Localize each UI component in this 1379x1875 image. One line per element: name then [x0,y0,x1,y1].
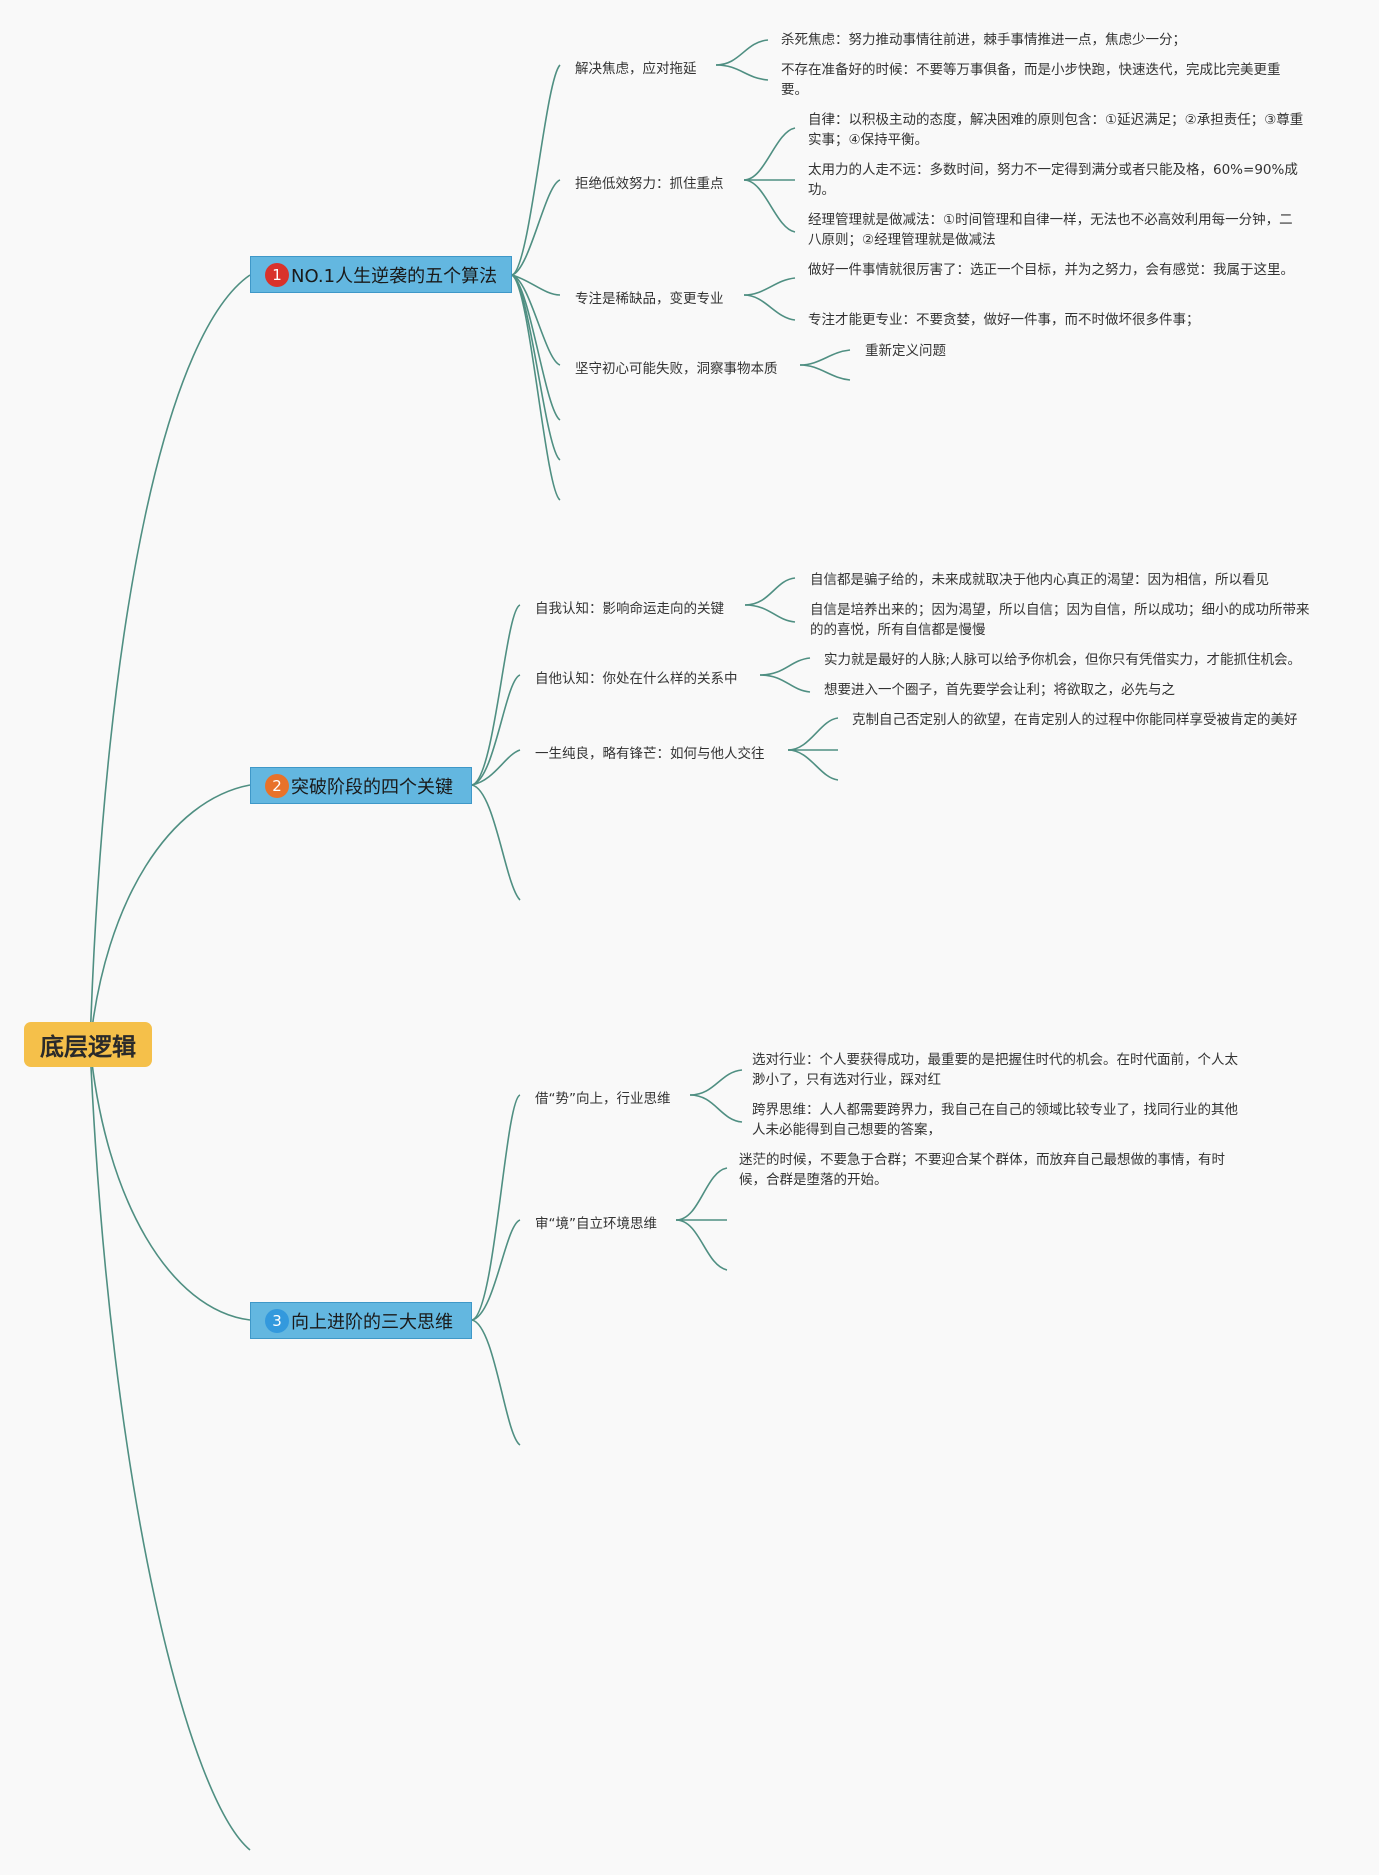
branch-node-1[interactable]: 1 NO.1人生逆袭的五个算法 [250,256,512,293]
leaf-node[interactable]: 跨界思维：人人都需要跨界力，我自己在自己的领域比较专业了，找同行业的其他人未必能… [752,1102,1238,1138]
branch-node-2[interactable]: 2 突破阶段的四个关键 [250,767,472,804]
topic-node[interactable]: 专注是稀缺品，变更专业 [575,291,724,307]
leaf-node[interactable]: 不存在准备好的时候：不要等万事俱备，而是小步快跑，快速迭代，完成比完美更重要。 [781,62,1281,98]
number-badge-icon: 3 [265,1308,289,1333]
topic-node[interactable]: 借“势”向上，行业思维 [535,1091,671,1107]
topic-node[interactable]: 自他认知：你处在什么样的关系中 [535,671,738,687]
branch-title: NO.1人生逆袭的五个算法 [291,265,498,287]
leaf-node[interactable]: 做好一件事情就很厉害了：选正一个目标，并为之努力，会有感觉：我属于这里。 [808,262,1294,278]
leaf-node[interactable]: 实力就是最好的人脉;人脉可以给予你机会，但你只有凭借实力，才能抓住机会。 [824,652,1302,668]
topic-node[interactable]: 坚守初心可能失败，洞察事物本质 [575,361,778,377]
topic-node[interactable]: 解决焦虑，应对拖延 [575,61,697,77]
root-label: 底层逻辑 [40,1033,136,1061]
leaf-node[interactable]: 专注才能更专业：不要贪婪，做好一件事，而不时做坏很多件事； [808,312,1200,328]
leaf-node[interactable]: 太用力的人走不远：多数时间，努力不一定得到满分或者只能及格，60%=90%成功。 [808,162,1298,198]
leaf-node[interactable]: 经理管理就是做减法：①时间管理和自律一样，无法也不必高效利用每一分钟，二八原则；… [808,212,1293,248]
leaf-node[interactable]: 重新定义问题 [865,343,946,359]
branch-node-3[interactable]: 3 向上进阶的三大思维 [250,1302,472,1339]
branch-title: 突破阶段的四个关键 [291,776,453,798]
root-node[interactable]: 底层逻辑 [24,1022,152,1067]
number-badge-icon: 2 [265,773,289,798]
leaf-node[interactable]: 杀死焦虑：努力推动事情往前进，棘手事情推进一点，焦虑少一分； [781,32,1186,48]
number-badge-icon: 1 [265,262,289,287]
leaf-node[interactable]: 自律：以积极主动的态度，解决困难的原则包含：①延迟满足；②承担责任；③尊重实事；… [808,112,1304,148]
topic-node[interactable]: 一生纯良，略有锋芒：如何与他人交往 [535,746,765,762]
leaf-node[interactable]: 选对行业：个人要获得成功，最重要的是把握住时代的机会。在时代面前，个人太渺小了，… [752,1052,1238,1088]
leaf-node[interactable]: 想要进入一个圈子，首先要学会让利；将欲取之，必先与之 [824,682,1175,698]
topic-node[interactable]: 自我认知：影响命运走向的关键 [535,601,724,617]
leaf-node[interactable]: 自信都是骗子给的，未来成就取决于他内心真正的渴望：因为相信，所以看见 [810,572,1269,588]
leaf-node[interactable]: 自信是培养出来的；因为渴望，所以自信；因为自信，所以成功；细小的成功所带来的的喜… [810,602,1310,638]
leaf-node[interactable]: 迷茫的时候，不要急于合群；不要迎合某个群体，而放弃自己最想做的事情，有时候，合群… [739,1152,1225,1188]
branch-title: 向上进阶的三大思维 [291,1311,453,1333]
leaf-node[interactable]: 克制自己否定别人的欲望，在肯定别人的过程中你能同样享受被肯定的美好 [852,712,1298,728]
topic-node[interactable]: 拒绝低效努力：抓住重点 [575,176,724,192]
topic-node[interactable]: 审“境”自立环境思维 [535,1216,657,1232]
